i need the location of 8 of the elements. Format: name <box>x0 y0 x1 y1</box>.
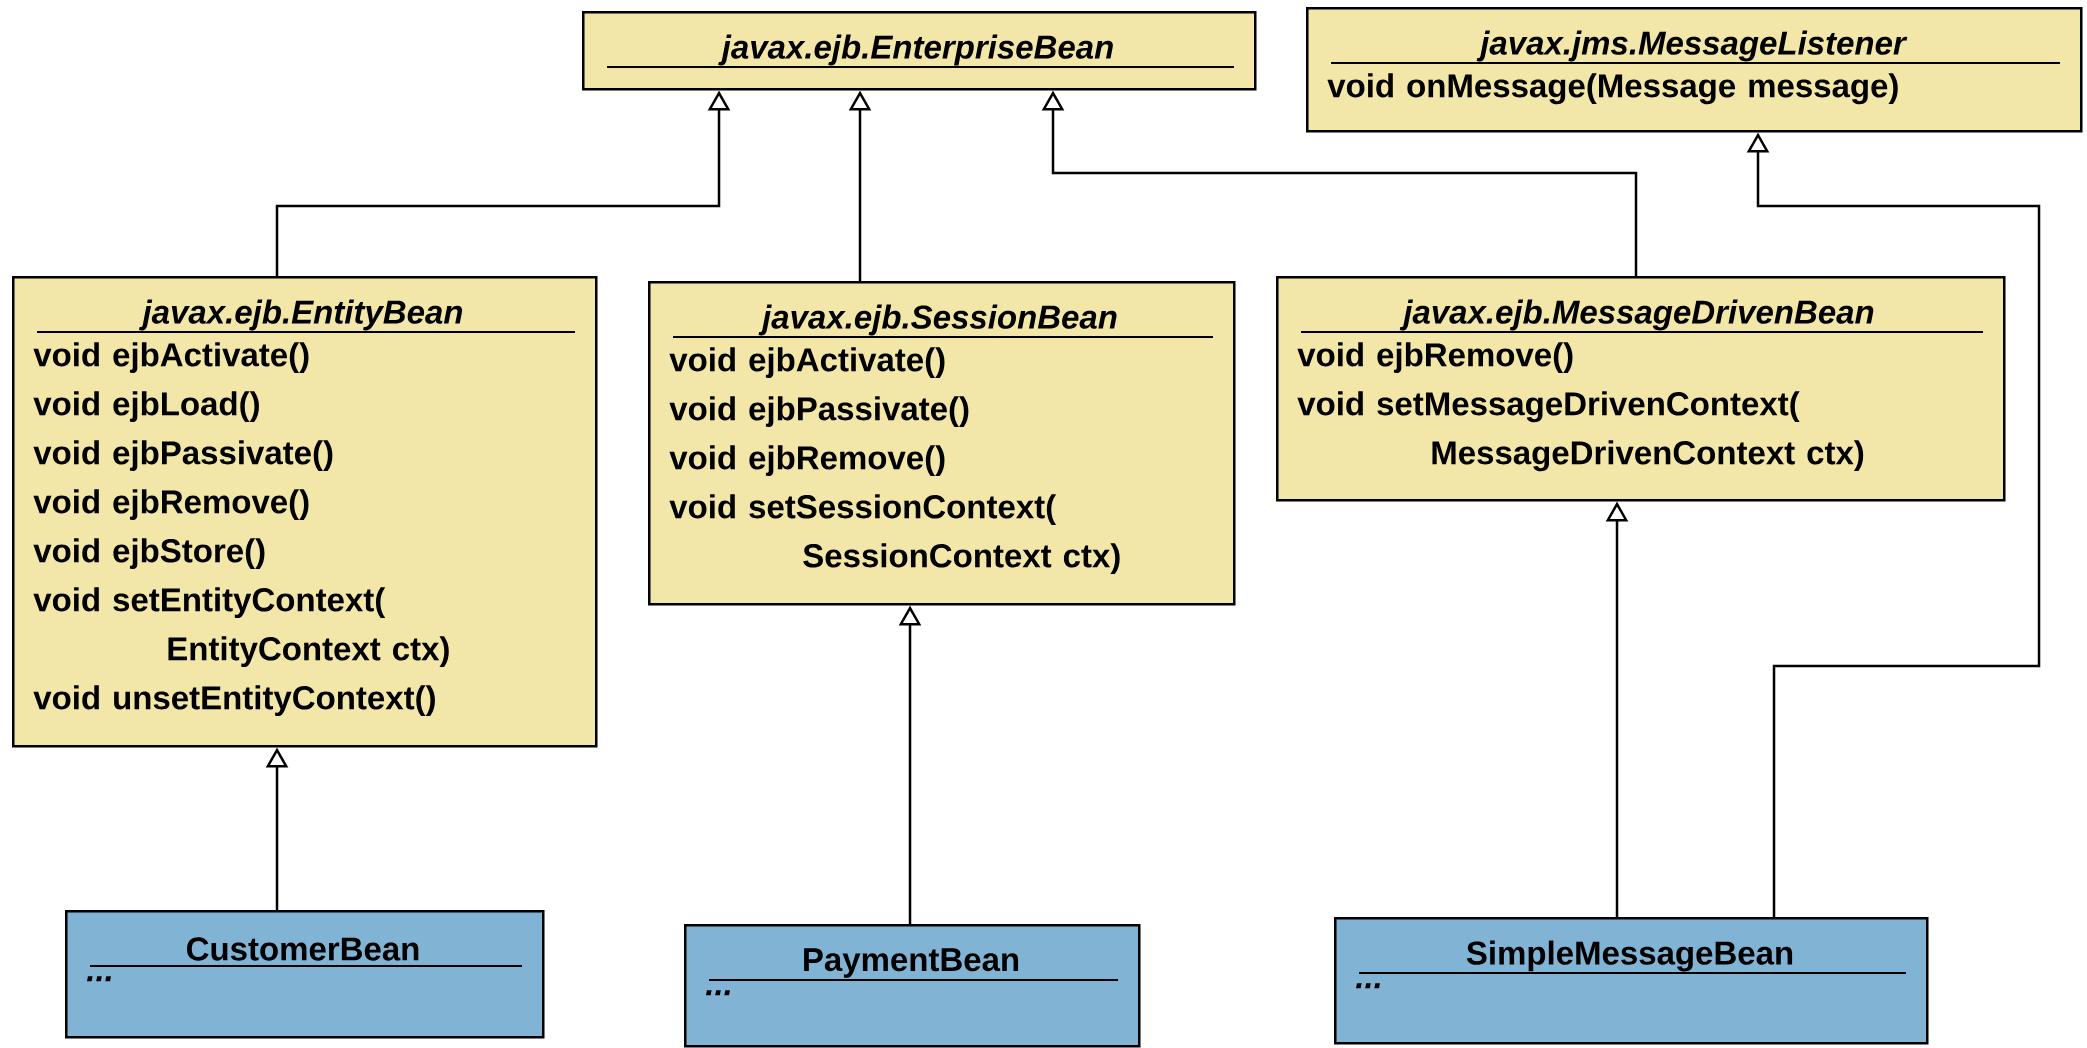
class-box: javax.jms.MessageListener void onMessage(Message message) <box>1306 7 2083 133</box>
class-box: javax.ejb.SessionBean void ejbActivate() void ejbPassivate() void ejbRemove() void setSessionContext( SessionContext ctx) <box>648 281 1236 606</box>
class-box: javax.ejb.EnterpriseBean <box>582 11 1257 91</box>
class-box: javax.ejb.MessageDrivenBean void ejbRemove() void setMessageDrivenContext( MessageDrivenContext ctx) <box>1276 276 2006 502</box>
class-box: CustomerBean ... <box>65 910 545 1039</box>
class-box: javax.ejb.EntityBean void ejbActivate() void ejbLoad() void ejbPassivate() void ejbRemove() void ejbStore() void setEntityContext( EntityContext ctx) void unsetEntityContext() <box>12 276 598 748</box>
class-box: PaymentBean ... <box>684 924 1141 1048</box>
class-box: SimpleMessageBean ... <box>1334 917 1929 1045</box>
